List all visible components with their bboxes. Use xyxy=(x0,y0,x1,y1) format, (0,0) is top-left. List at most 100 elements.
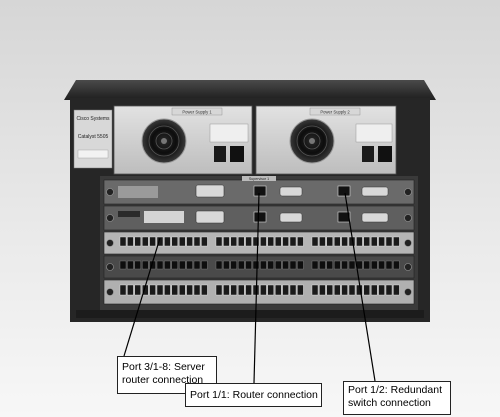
port-icon xyxy=(326,284,333,296)
port-icon xyxy=(393,284,400,296)
callout-text-line: switch connection xyxy=(348,397,431,409)
port-icon xyxy=(134,284,142,296)
port-icon xyxy=(393,260,400,270)
port-icon xyxy=(245,284,252,296)
port-icon xyxy=(378,284,385,296)
port-1-1-icon xyxy=(253,185,267,197)
leader-line-port-3 xyxy=(123,237,161,357)
port-icon xyxy=(134,260,142,270)
port-icon xyxy=(201,284,208,296)
port-icon xyxy=(289,284,297,296)
port-icon xyxy=(289,260,297,270)
power-switch-icon xyxy=(362,146,374,162)
port-icon xyxy=(193,284,201,296)
port-1-2-icon xyxy=(337,185,351,197)
port-icon xyxy=(319,236,326,247)
port-icon xyxy=(378,236,385,247)
port-icon xyxy=(134,236,142,247)
port-icon xyxy=(334,260,341,270)
port-icon xyxy=(371,236,378,247)
port-icon xyxy=(334,236,341,247)
port-icon xyxy=(215,236,223,247)
port-icon xyxy=(275,236,282,247)
port-icon xyxy=(171,284,179,296)
power-supply-2-label: Power Supply 2 xyxy=(320,110,350,115)
port-icon xyxy=(341,284,348,296)
port-icon xyxy=(326,260,333,270)
power-socket-icon xyxy=(378,146,392,162)
port-icon xyxy=(156,284,164,296)
port-icon xyxy=(363,260,370,270)
port-icon xyxy=(267,236,274,247)
port-icon xyxy=(223,284,230,296)
port-icon xyxy=(230,260,238,270)
port-icon xyxy=(260,260,267,270)
port-icon xyxy=(371,284,378,296)
brand-plate: Cisco Systems Catalyst 5505 xyxy=(73,109,113,169)
ethernet-module-5 xyxy=(103,279,415,305)
port-icon xyxy=(186,260,193,270)
port-icon xyxy=(237,236,245,247)
port-icon xyxy=(319,260,326,270)
port-icon xyxy=(171,236,179,247)
port-icon xyxy=(289,236,297,247)
port-icon xyxy=(149,236,156,247)
supervisor-module-1: Supervisor 1 xyxy=(103,176,415,205)
power-supply-1: Power Supply 1 xyxy=(113,105,253,175)
port-icon xyxy=(334,284,341,296)
fiber-port-row xyxy=(119,260,400,270)
power-supply-2: Power Supply 2 xyxy=(255,105,397,175)
port-icon xyxy=(245,236,252,247)
port-icon xyxy=(311,284,319,296)
port-icon xyxy=(149,284,156,296)
port-icon xyxy=(156,236,164,247)
model-name: Catalyst 5505 xyxy=(78,134,109,140)
port-icon xyxy=(127,284,134,296)
port-icon xyxy=(275,260,282,270)
port-icon xyxy=(252,260,260,270)
port-icon xyxy=(119,284,127,296)
power-switch-icon xyxy=(214,146,226,162)
rj45-port-row xyxy=(119,236,400,247)
port-icon xyxy=(252,236,260,247)
port-icon xyxy=(164,284,171,296)
brand-name: Cisco Systems xyxy=(76,116,110,122)
leader-line-port-1-2 xyxy=(344,192,376,382)
port-icon xyxy=(282,284,289,296)
port-icon xyxy=(230,284,238,296)
port-icon xyxy=(215,284,223,296)
callout-text-line: Port 1/1: Router connection xyxy=(190,389,318,401)
port-icon xyxy=(275,284,282,296)
port-icon xyxy=(356,236,363,247)
port-icon xyxy=(267,260,274,270)
port-icon xyxy=(171,260,179,270)
port-icon xyxy=(193,236,201,247)
chassis-top xyxy=(64,80,436,100)
port-icon xyxy=(119,236,127,247)
port-icon xyxy=(193,260,201,270)
callout-text-line: router connection xyxy=(122,374,204,386)
port-icon xyxy=(297,260,304,270)
serial-port-icon xyxy=(195,184,225,198)
port-icon xyxy=(385,236,393,247)
port-icon xyxy=(282,260,289,270)
port-icon xyxy=(237,284,245,296)
port-icon xyxy=(141,260,149,270)
ethernet-module-3 xyxy=(103,231,415,255)
supervisor-module-2 xyxy=(103,205,415,231)
callout-port-1-2-redundant: Port 1/2: Redundant switch connection xyxy=(343,381,451,415)
port-icon xyxy=(378,260,385,270)
port-icon xyxy=(127,236,134,247)
port-icon xyxy=(267,284,274,296)
port-icon xyxy=(385,284,393,296)
supervisor-label: Supervisor 1 xyxy=(249,177,269,181)
port-icon xyxy=(326,236,333,247)
callout-port-1-1-router: Port 1/1: Router connection xyxy=(185,383,322,407)
chassis-base xyxy=(76,310,424,318)
fiber-module-4 xyxy=(103,255,415,279)
port-icon xyxy=(178,260,186,270)
port-icon xyxy=(186,236,193,247)
port-icon xyxy=(178,284,186,296)
leader-lines xyxy=(123,192,376,384)
